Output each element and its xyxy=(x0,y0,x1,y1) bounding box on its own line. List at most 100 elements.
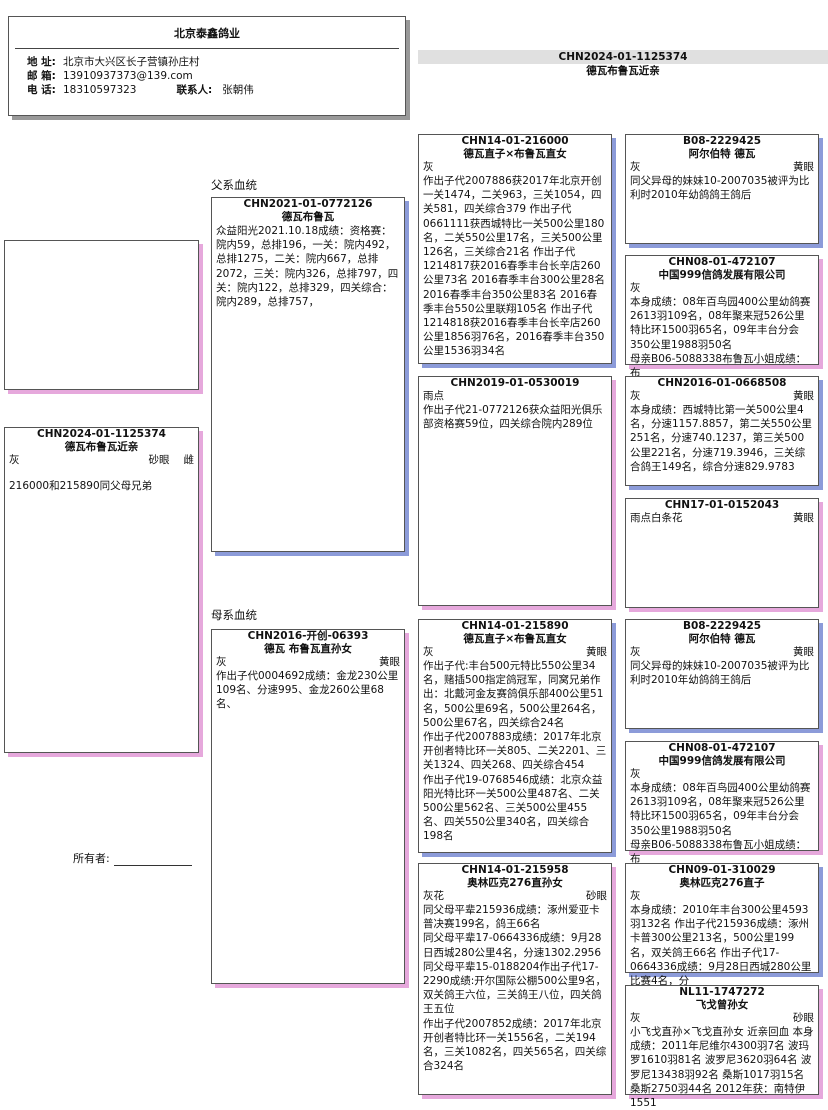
dds-notes: 本身成绩：2010年丰台300公里4593羽132名 作出子代215936成绩：… xyxy=(630,904,812,988)
ss-ring: CHN14-01-216000 xyxy=(461,135,569,147)
sire-dam-card: CHN2019-01-0530019 雨点 作出子代21-0772126获众益阳… xyxy=(418,376,612,606)
dds-name: 奥林匹克276直子 xyxy=(679,877,765,889)
dss-traits: 灰 黄眼 xyxy=(626,646,818,659)
ss-traits: 灰 xyxy=(419,161,611,174)
dds-traits: 灰 xyxy=(626,890,818,903)
ds-eye: 黄眼 xyxy=(586,646,607,658)
ssd-traits: 灰 xyxy=(626,282,818,295)
sdd-ring: CHN17-01-0152043 xyxy=(664,499,780,511)
paternal-label: 父系血统 xyxy=(211,178,257,192)
ssd-color: 灰 xyxy=(630,282,641,294)
dam-eye: 黄眼 xyxy=(379,656,400,668)
sds-traits: 灰 黄眼 xyxy=(626,390,818,403)
dss-ring: B08-2229425 xyxy=(682,620,762,632)
sire-name: 德瓦布鲁瓦 xyxy=(281,211,335,223)
dds-color: 灰 xyxy=(630,890,641,902)
sdd-eye: 黄眼 xyxy=(793,512,814,524)
company-name: 北京泰鑫鸽业 xyxy=(174,27,240,40)
ssd-notes: 本身成绩：08年百鸟园400公里幼鸽赛2613羽109名，08年聚来冠526公里… xyxy=(630,296,811,380)
ds-traits: 灰 黄眼 xyxy=(419,646,611,659)
sdd-color: 雨点白条花 xyxy=(630,512,683,524)
dam-traits: 灰 黄眼 xyxy=(212,656,404,669)
dss-notes: 同父异母的妹妹10-2007035被评为比利时2010年幼鸽鸽王鸽后 xyxy=(630,660,810,687)
subject-note: 216000和215890同父母兄弟 xyxy=(9,480,153,492)
dam-notes: 作出子代0004692成绩：金龙230公里109名、分速995、金龙260公里6… xyxy=(216,670,399,711)
dd-name: 奥林匹克276直孙女 xyxy=(467,877,563,889)
address-value: 北京市大兴区长子营镇孙庄村 xyxy=(63,56,200,68)
dam-name: 德瓦 布鲁瓦直孙女 xyxy=(264,643,352,655)
dsd-ring: CHN08-01-472107 xyxy=(668,742,776,754)
dsd-name: 中国999信鸽发展有限公司 xyxy=(658,755,786,767)
subject-ring: CHN2024-01-1125374 xyxy=(37,428,166,440)
subject-ring-banner: CHN2024-01-1125374 xyxy=(418,50,828,64)
sds-eye: 黄眼 xyxy=(793,390,814,402)
dam-card: CHN2016-开创-06393 德瓦 布鲁瓦直孙女 灰 黄眼 作出子代0004… xyxy=(211,629,405,984)
sdd-traits: 雨点白条花 黄眼 xyxy=(626,512,818,525)
ss-name: 德瓦直子×布鲁瓦直女 xyxy=(463,148,567,160)
sds-ring: CHN2016-01-0668508 xyxy=(657,377,787,389)
dam-ring: CHN2016-开创-06393 xyxy=(247,630,369,642)
sire-sire-card: CHN14-01-216000 德瓦直子×布鲁瓦直女 灰 作出子代2007886… xyxy=(418,134,612,364)
pedigree-title: CHN2024-01-1125374 德瓦布鲁瓦近亲 xyxy=(418,50,828,78)
sd-notes: 作出子代21-0772126获众益阳光俱乐部资格赛59位，四关综合院内289位 xyxy=(423,404,603,431)
sss-color: 灰 xyxy=(630,161,641,173)
owner-label: 所有者: xyxy=(73,852,110,865)
ssd-ring: CHN08-01-472107 xyxy=(668,256,776,268)
email-value: 13910937373@139.com xyxy=(63,70,193,82)
ddd-traits: 灰 砂眼 xyxy=(626,1012,818,1025)
maternal-label: 母系血统 xyxy=(211,608,257,622)
ddd-eye: 砂眼 xyxy=(793,1012,814,1024)
ddd-color: 灰 xyxy=(630,1012,641,1024)
dss-color: 灰 xyxy=(630,646,641,658)
email-label: 邮 箱: xyxy=(27,70,56,82)
sire-notes: 众益阳光2021.10.18成绩：资格赛：院内59，总排196，一关：院内492… xyxy=(216,225,399,309)
subject-name: 德瓦布鲁瓦近亲 xyxy=(64,441,139,453)
ssd-name: 中国999信鸽发展有限公司 xyxy=(658,269,786,281)
sss-card: B08-2229425 阿尔伯特 德瓦 灰 黄眼 同父异母的妹妹10-20070… xyxy=(625,134,819,244)
pigeon-photo-frame xyxy=(4,240,199,390)
dd-eye: 砂眼 xyxy=(586,890,607,902)
ddd-ring: NL11-1747272 xyxy=(679,986,765,998)
ss-notes: 作出子代2007886获2017年北京开创一关1474，二关963，三关1054… xyxy=(423,175,605,358)
sire-ring: CHN2021-01-0772126 xyxy=(243,198,373,210)
dd-ring: CHN14-01-215958 xyxy=(461,864,569,876)
ds-notes: 作出子代:丰台500元特比550公里34名，赌插500指定鸽冠军，同窝兄弟作出：… xyxy=(423,660,607,843)
subject-eye: 砂眼 xyxy=(148,454,170,466)
dam-sire-card: CHN14-01-215890 德瓦直子×布鲁瓦直女 灰 黄眼 作出子代:丰台5… xyxy=(418,619,612,853)
dss-name: 阿尔伯特 德瓦 xyxy=(688,633,756,645)
dd-notes: 同父母平辈215936成绩：涿州爱亚卡普决赛199名，鸽王66名 同父母平辈17… xyxy=(423,904,607,1073)
contact-value: 张朝伟 xyxy=(222,84,254,96)
dss-card: B08-2229425 阿尔伯特 德瓦 灰 黄眼 同父异母的妹妹10-20070… xyxy=(625,619,819,729)
ds-name: 德瓦直子×布鲁瓦直女 xyxy=(463,633,567,645)
sd-traits: 雨点 xyxy=(419,390,611,403)
sd-color: 雨点 xyxy=(423,390,444,402)
dsd-color: 灰 xyxy=(630,768,641,780)
dam-dam-card: CHN14-01-215958 奥林匹克276直孙女 灰花 砂眼 同父母平辈21… xyxy=(418,863,612,1095)
ddd-card: NL11-1747272 飞戈曾孙女 灰 砂眼 小飞戈直孙×飞戈直孙女 近亲回血… xyxy=(625,985,819,1109)
address-line: 地 址: 北京市大兴区长子营镇孙庄村 xyxy=(9,55,405,69)
subject-name-banner: 德瓦布鲁瓦近亲 xyxy=(586,65,660,77)
sds-color: 灰 xyxy=(630,390,641,402)
owner-signature-field[interactable] xyxy=(113,854,192,866)
dds-ring: CHN09-01-310029 xyxy=(668,864,776,876)
ddd-notes: 小飞戈直孙×飞戈直孙女 近亲回血 本身成绩：2011年尼维尔4300羽7名 波玛… xyxy=(630,1026,814,1110)
subject-sex: 雌 xyxy=(183,454,195,466)
owner-line: 所有者: xyxy=(73,850,192,866)
dsd-notes: 本身成绩：08年百鸟园400公里幼鸽赛2613羽109名，08年聚来冠526公里… xyxy=(630,782,811,866)
sd-ring: CHN2019-01-0530019 xyxy=(450,377,580,389)
ssd-card: CHN08-01-472107 中国999信鸽发展有限公司 灰 本身成绩：08年… xyxy=(625,255,819,379)
sds-card: CHN2016-01-0668508 灰 黄眼 本身成绩：西城特比第一关500公… xyxy=(625,376,819,486)
contact-label: 联系人: xyxy=(176,84,213,96)
dds-card: CHN09-01-310029 奥林匹克276直子 灰 本身成绩：2010年丰台… xyxy=(625,863,819,987)
subject-color: 灰 xyxy=(9,454,20,466)
subject-traits: 灰 砂眼 雌 xyxy=(5,454,198,467)
address-label: 地 址: xyxy=(27,56,56,68)
dss-eye: 黄眼 xyxy=(793,646,814,658)
dam-color: 灰 xyxy=(216,656,227,668)
ds-color: 灰 xyxy=(423,646,434,658)
sss-notes: 同父异母的妹妹10-2007035被评为比利时2010年幼鸽鸽王鸽后 xyxy=(630,175,810,202)
sdd-card: CHN17-01-0152043 雨点白条花 黄眼 xyxy=(625,498,819,608)
divider xyxy=(15,48,399,49)
dsd-traits: 灰 xyxy=(626,768,818,781)
dd-traits: 灰花 砂眼 xyxy=(419,890,611,903)
